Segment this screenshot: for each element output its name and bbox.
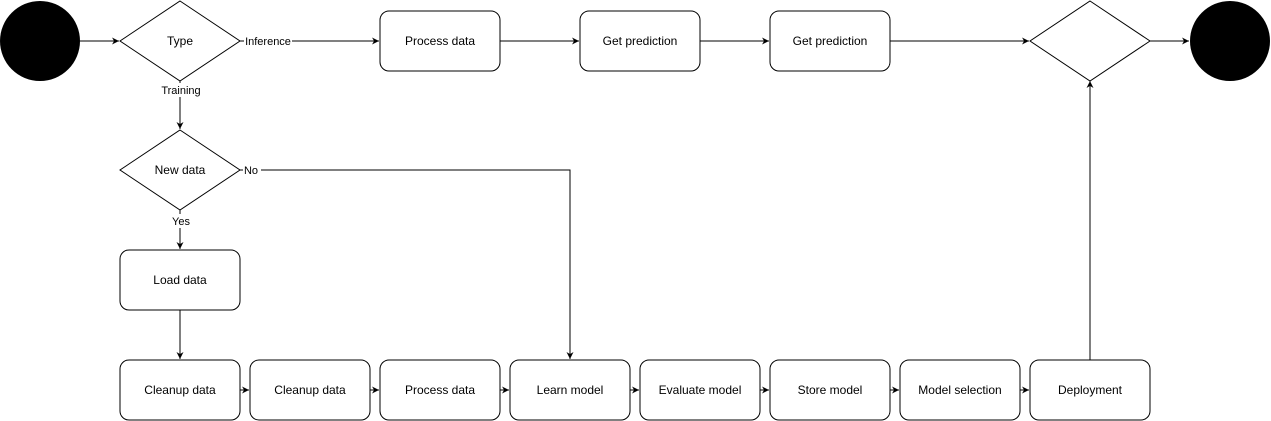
edge-new-no	[240, 169, 574, 359]
edge-label-training: Training	[161, 85, 200, 97]
node-store-model: Store model	[769, 359, 891, 421]
decision-type-label: Type	[167, 34, 193, 48]
edge-label-no: No	[244, 165, 258, 177]
node-deployment-label: Deployment	[1058, 383, 1123, 397]
decision-new-data-label: New data	[155, 163, 206, 177]
node-load-data-label: Load data	[153, 273, 207, 287]
edge-label-yes: Yes	[172, 216, 190, 228]
node-evaluate-model: Evaluate model	[639, 359, 761, 421]
node-get-prediction-2-label: Get prediction	[793, 34, 868, 48]
edge-labels-layer: Inference Training Yes No	[160, 34, 292, 228]
node-cleanup-data-1-label: Cleanup data	[144, 383, 216, 397]
end-node	[1190, 1, 1270, 81]
node-process-data-inference: Process data	[379, 10, 501, 72]
node-cleanup-data-1: Cleanup data	[119, 359, 241, 421]
decision-new-data: New data	[119, 129, 241, 211]
node-model-selection-label: Model selection	[918, 383, 1001, 397]
decision-type: Type	[119, 0, 241, 82]
edges-layer	[80, 37, 1189, 394]
node-cleanup-data-2-label: Cleanup data	[274, 383, 346, 397]
edge-label-inference: Inference	[245, 36, 291, 48]
node-learn-model-label: Learn model	[537, 383, 604, 397]
node-process-data-training-label: Process data	[405, 383, 475, 397]
start-node	[0, 1, 80, 81]
node-load-data: Load data	[119, 249, 241, 311]
decision-merge	[1029, 0, 1151, 82]
node-process-data-inference-label: Process data	[405, 34, 475, 48]
node-learn-model: Learn model	[509, 359, 631, 421]
node-get-prediction-2: Get prediction	[769, 10, 891, 72]
node-get-prediction-1-label: Get prediction	[603, 34, 678, 48]
node-deployment: Deployment	[1029, 359, 1151, 421]
node-store-model-label: Store model	[798, 383, 863, 397]
node-model-selection: Model selection	[899, 359, 1021, 421]
node-evaluate-model-label: Evaluate model	[659, 383, 742, 397]
node-cleanup-data-2: Cleanup data	[249, 359, 371, 421]
node-process-data-training: Process data	[379, 359, 501, 421]
node-get-prediction-1: Get prediction	[579, 10, 701, 72]
